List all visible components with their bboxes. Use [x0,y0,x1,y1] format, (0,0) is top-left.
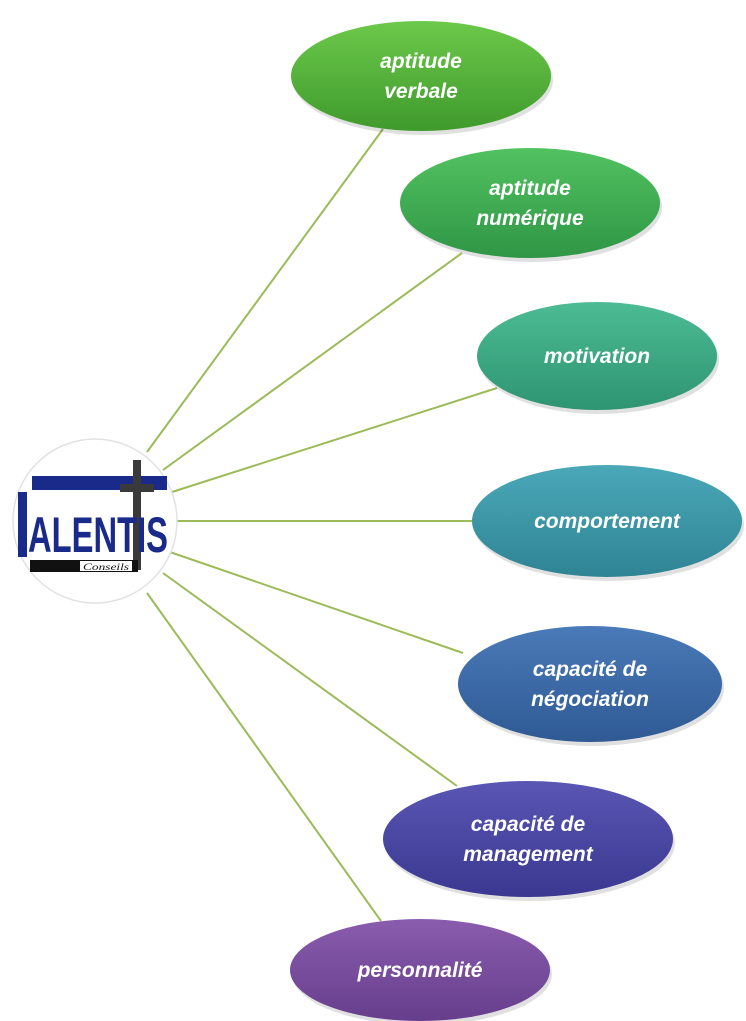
connector-line [146,128,384,453]
topic-node-ellipse [458,626,722,742]
topic-node-ellipse [383,781,673,897]
topic-node-ellipse [400,148,660,258]
logo-left-bar [18,492,27,557]
logo-cross-horizontal [120,484,154,492]
logo-tagline: Conseils [83,562,130,572]
topic-node-label: personnalité [357,959,483,982]
company-logo: ALENTIS Conseils [12,438,178,604]
topic-node-label: numérique [476,207,584,230]
topic-node: personnalité [290,919,552,1021]
topic-node-label: comportement [534,510,681,533]
topic-node-label: verbale [384,80,458,103]
connector-line [163,549,464,654]
connector-line [171,387,498,493]
topic-nodes: aptitude verbale aptitude numérique motivati… [290,21,744,1021]
topic-node-label: capacité de [533,658,648,681]
topic-node: capacité de négociation [458,626,724,746]
topic-node: comportement [472,465,744,581]
topic-node: aptitude verbale [291,21,553,135]
logo-brand-text: ALENTIS [28,507,168,563]
topic-node-ellipse [291,21,551,131]
logo-cross-vertical [133,460,141,570]
connector-line [162,572,458,787]
connector-lines [146,128,498,922]
logo-tagline-box [80,561,132,571]
topic-node: aptitude numérique [400,148,662,262]
connector-line [146,592,382,922]
topic-node-ellipse [472,465,742,577]
topic-node: motivation [477,302,719,414]
topic-node-label: management [463,843,594,866]
topic-node: capacité de management [383,781,675,901]
topic-node-ellipse [290,919,550,1021]
connector-line [162,252,463,471]
topic-node-label: motivation [544,345,650,368]
topic-node-label: capacité de [471,813,586,836]
topic-node-label: aptitude [489,177,571,200]
topic-node-ellipse [477,302,717,410]
topic-node-label: négociation [531,688,649,711]
topic-node-label: aptitude [380,50,462,73]
